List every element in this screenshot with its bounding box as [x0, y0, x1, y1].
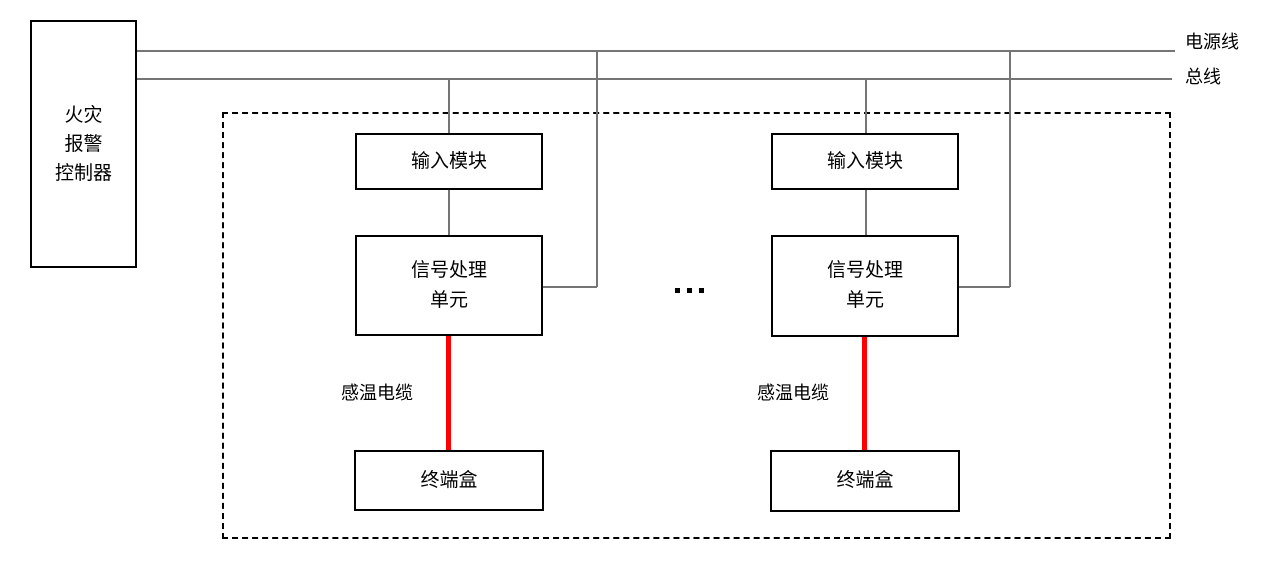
fire-alarm-controller-box: 火灾 报警 控制器	[30, 20, 137, 268]
power-line-label: 电源线	[1185, 32, 1239, 52]
ellipsis-dot	[675, 288, 680, 293]
group2-module-link-wire	[865, 190, 867, 235]
group1-bus-drop-wire	[448, 79, 450, 133]
group1-terminal-box: 终端盒	[354, 450, 544, 511]
group1-input-module-box: 输入模块	[355, 133, 543, 190]
group2-terminal-box-label: 终端盒	[836, 470, 894, 491]
group2-signal-unit-label-line1: 信号处理	[826, 260, 903, 281]
power-line-wire	[137, 50, 1175, 52]
ellipsis-dot	[699, 288, 704, 293]
group1-power-connector-wire	[543, 286, 597, 288]
bus-line-wire	[137, 78, 1172, 80]
group2-signal-unit-box: 信号处理 单元	[771, 235, 959, 337]
protected-zone-dashed-box	[222, 112, 1171, 539]
group1-signal-unit-label-line1: 信号处理	[410, 259, 487, 281]
group2-power-drop-wire	[1009, 51, 1011, 287]
group1-signal-unit-label-line2: 单元	[429, 289, 468, 311]
group1-module-link-wire	[448, 190, 450, 235]
group1-signal-unit-box: 信号处理 单元	[355, 235, 543, 336]
group1-input-module-label: 输入模块	[410, 150, 487, 172]
controller-label-line1: 火灾	[64, 104, 103, 126]
group2-sensing-cable-label: 感温电缆	[757, 383, 829, 403]
group2-power-connector-wire	[959, 286, 1010, 288]
ellipsis-dots	[675, 288, 704, 293]
group2-sensing-cable	[862, 337, 867, 450]
group1-power-drop-wire	[596, 51, 598, 287]
group1-terminal-box-label: 终端盒	[420, 469, 478, 491]
group2-terminal-box: 终端盒	[770, 450, 960, 512]
group2-input-module-label: 输入模块	[826, 150, 903, 172]
controller-label-line2: 报警	[64, 133, 103, 155]
controller-label-line3: 控制器	[54, 162, 112, 184]
group2-bus-drop-wire	[865, 79, 867, 133]
bus-line-label: 总线	[1185, 67, 1221, 87]
group1-sensing-cable	[446, 336, 451, 450]
group2-signal-unit-label-line2: 单元	[845, 290, 884, 311]
ellipsis-dot	[687, 288, 692, 293]
group2-input-module-box: 输入模块	[771, 133, 959, 190]
group1-sensing-cable-label: 感温电缆	[341, 383, 413, 403]
